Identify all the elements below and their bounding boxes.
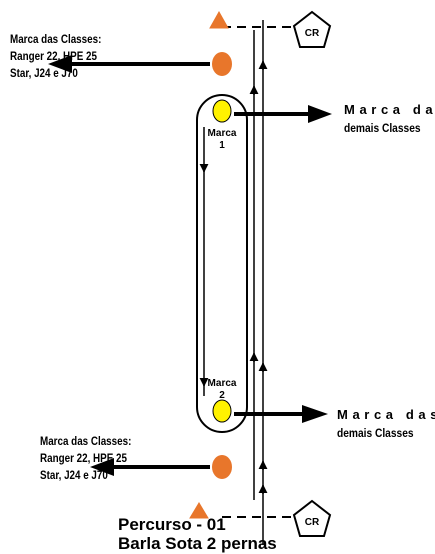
- mark-2-number: 2: [219, 390, 225, 401]
- arrow-bottom-left: [90, 458, 210, 476]
- course-title: Percurso - 01: [118, 515, 226, 534]
- arrow-top-left: [48, 55, 210, 73]
- label-top-left: Marca das Classes: Ranger 22, HPE 25 Sta…: [10, 32, 102, 80]
- label-bottom-left: Marca das Classes: Ranger 22, HPE 25 Sta…: [40, 434, 132, 482]
- offset-mark-top: [212, 52, 232, 76]
- mark-1-label: Marca: [208, 128, 237, 139]
- committee-boat-bottom: [292, 499, 332, 537]
- pin-buoy-bottom: [189, 502, 209, 519]
- offset-mark-bottom: [212, 455, 232, 479]
- label-top-right: M a r c a d a s demais Classes: [344, 102, 435, 135]
- mark-1-buoy: [212, 99, 232, 123]
- mark-2-label: Marca: [208, 378, 237, 389]
- committee-boat-top: [292, 10, 332, 48]
- mark-1-number: 1: [219, 140, 225, 151]
- label-bottom-right: M a r c a d a s demais Classes: [337, 407, 435, 440]
- cr-label-top: CR: [305, 28, 320, 39]
- course-loop: [196, 94, 248, 433]
- arrow-bottom-right: [234, 405, 328, 423]
- mark-2-buoy: [212, 399, 232, 423]
- arrow-top-right: [234, 105, 332, 123]
- course-subtitle: Barla Sota 2 pernas: [118, 534, 277, 553]
- cr-label-bottom: CR: [305, 517, 320, 528]
- pin-buoy-top: [209, 10, 229, 29]
